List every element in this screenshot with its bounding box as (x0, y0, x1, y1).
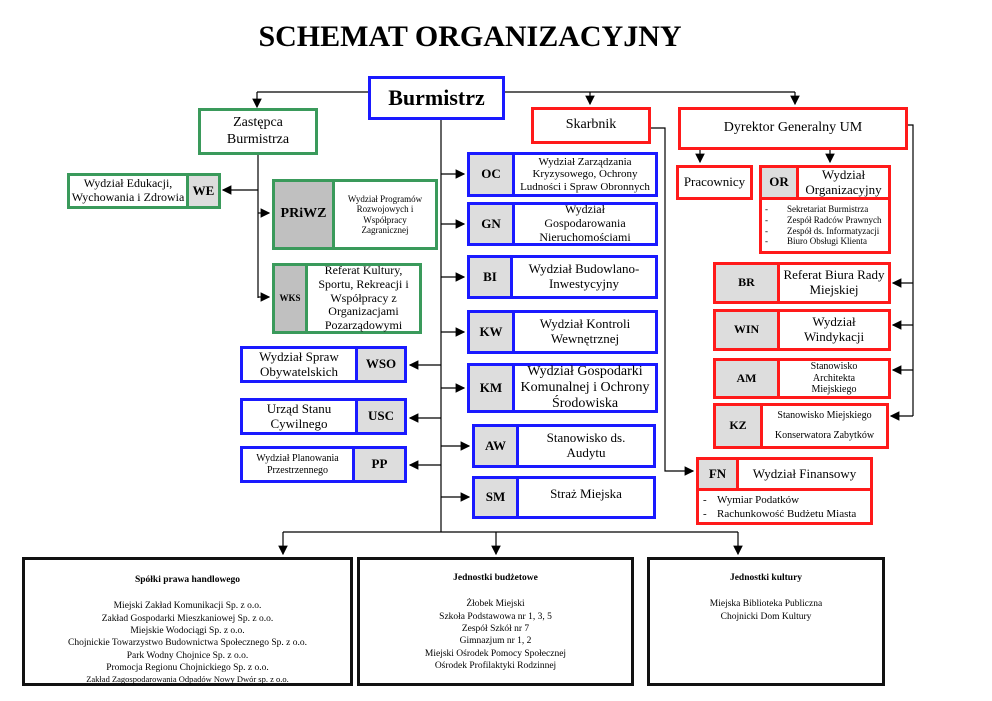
list-item: Ośrodek Profilaktyki Rodzinnej (434, 661, 557, 672)
zastepca-box: Zastępca Burmistrza (198, 108, 318, 155)
list-item: Chojnicki Dom Kultury (720, 611, 812, 622)
br-name: Referat Biura Rady Miejskiej (777, 262, 891, 304)
page-title: SCHEMAT ORGANIZACYJNY (258, 20, 682, 53)
fn-name: Wydział Finansowy (736, 457, 873, 491)
gn-code: GN (467, 202, 515, 246)
kultury-box: Jednostki kultury Miejska Biblioteka Pub… (647, 557, 885, 686)
list-item: -Wymiar Podatków (703, 494, 800, 506)
or-code: OR (759, 165, 799, 200)
pracownicy-box: Pracownicy (676, 165, 753, 200)
kz-code: KZ (713, 403, 763, 449)
am-name: Stanowisko Architekta Miejskiego (777, 358, 891, 399)
oc-code: OC (467, 152, 515, 197)
we-name: Wydział Edukacji, Wychowania i Zdrowia (67, 173, 189, 209)
priwz-name: Wydział Programów Rozwojowych i Współpra… (332, 179, 438, 250)
list-item: -Sekretariat Burmistrza (765, 204, 869, 214)
bi-code: BI (467, 255, 513, 299)
wso-code: WSO (355, 346, 407, 383)
pp-name: Wydział Planowania Przestrzennego (240, 446, 355, 483)
kz-name: Stanowisko Miejskiego Konserwatora Zabyt… (760, 403, 889, 449)
oc-name: Wydział Zarządzania Kryzysowego, Ochrony… (512, 152, 658, 197)
aw-name: Stanowisko ds. Audytu (516, 424, 656, 468)
budzetowe-box: Jednostki budżetowe Żłobek Miejski Szkoł… (357, 557, 634, 686)
br-code: BR (713, 262, 780, 304)
list-item: -Rachunkowość Budżetu Miasta (703, 507, 857, 520)
list-item: Żłobek Miejski (466, 599, 525, 610)
we-code: WE (186, 173, 221, 209)
skarbnik-box: Skarbnik (531, 107, 651, 144)
km-code: KM (467, 363, 515, 413)
priwz-code: PRiWZ (272, 179, 335, 250)
fn-subunits-list: -Wymiar Podatków -Rachunkowość Budżetu M… (696, 488, 873, 525)
km-name: Wydział Gospodarki Komunalnej i Ochrony … (512, 363, 658, 413)
list-item: Chojnickie Towarzystwo Budownictwa Społe… (68, 638, 307, 649)
or-subunits-list: -Sekretariat Burmistrza -Zespół Radców P… (759, 197, 891, 254)
list-item: Gimnazjum nr 1, 2 (459, 636, 532, 647)
sm-name: Straż Miejska (516, 476, 656, 519)
list-item: Zakład Zagospodarowania Odpadów Nowy Dwó… (86, 674, 289, 685)
burmistrz-box: Burmistrz (368, 76, 505, 120)
win-code: WIN (713, 309, 780, 351)
fn-code: FN (696, 457, 739, 491)
win-name: Wydział Windykacji (777, 309, 891, 351)
usc-code: USC (355, 398, 407, 435)
kultury-title: Jednostki kultury (729, 573, 803, 583)
list-item: Zespół Szkół nr 7 (461, 624, 530, 635)
or-name: Wydział Organizacyjny (796, 165, 891, 200)
list-item: Szkoła Podstawowa nr 1, 3, 5 (439, 611, 552, 622)
list-item: Zakład Gospodarki Mieszkaniowej Sp. z o.… (101, 613, 274, 624)
wks-name: Referat Kultury, Sportu, Rekreacji i Wsp… (305, 263, 422, 334)
list-item: -Zespół ds. Informatyzacji (765, 225, 880, 236)
list-item: -Zespół Radców Prawnych (765, 214, 882, 225)
aw-code: AW (472, 424, 519, 468)
wks-code: WKS (272, 263, 308, 334)
spolki-title: Spółki prawa handlowego (134, 575, 241, 585)
pp-code: PP (352, 446, 407, 483)
budzetowe-title: Jednostki budżetowe (453, 573, 538, 583)
spolki-box: Spółki prawa handlowego Miejski Zakład K… (22, 557, 353, 686)
kw-name: Wydział Kontroli Wewnętrznej (512, 310, 658, 354)
list-item: Miejska Biblioteka Publiczna (709, 599, 823, 610)
bi-name: Wydział Budowlano-Inwestycyjny (510, 255, 658, 299)
list-item: Promocja Regionu Chojnickiego Sp. z o.o. (106, 663, 269, 674)
sm-code: SM (472, 476, 519, 519)
dyrektor-box: Dyrektor Generalny UM (678, 107, 908, 150)
usc-name: Urząd Stanu Cywilnego (240, 398, 358, 435)
am-code: AM (713, 358, 780, 399)
list-item: -Biuro Obsługi Klienta (765, 236, 867, 247)
list-item: Park Wodny Chojnice Sp. z o.o. (126, 650, 249, 661)
wso-name: Wydział Spraw Obywatelskich (240, 346, 358, 383)
kw-code: KW (467, 310, 515, 354)
list-item: Miejskie Wodociągi Sp. z o.o. (130, 626, 245, 637)
list-item: Miejski Ośrodek Pomocy Społecznej (424, 648, 567, 659)
list-item: Miejski Zakład Komunikacji Sp. z o.o. (113, 601, 262, 612)
gn-name: Wydział Gospodarowania Nieruchomościami (512, 202, 658, 246)
